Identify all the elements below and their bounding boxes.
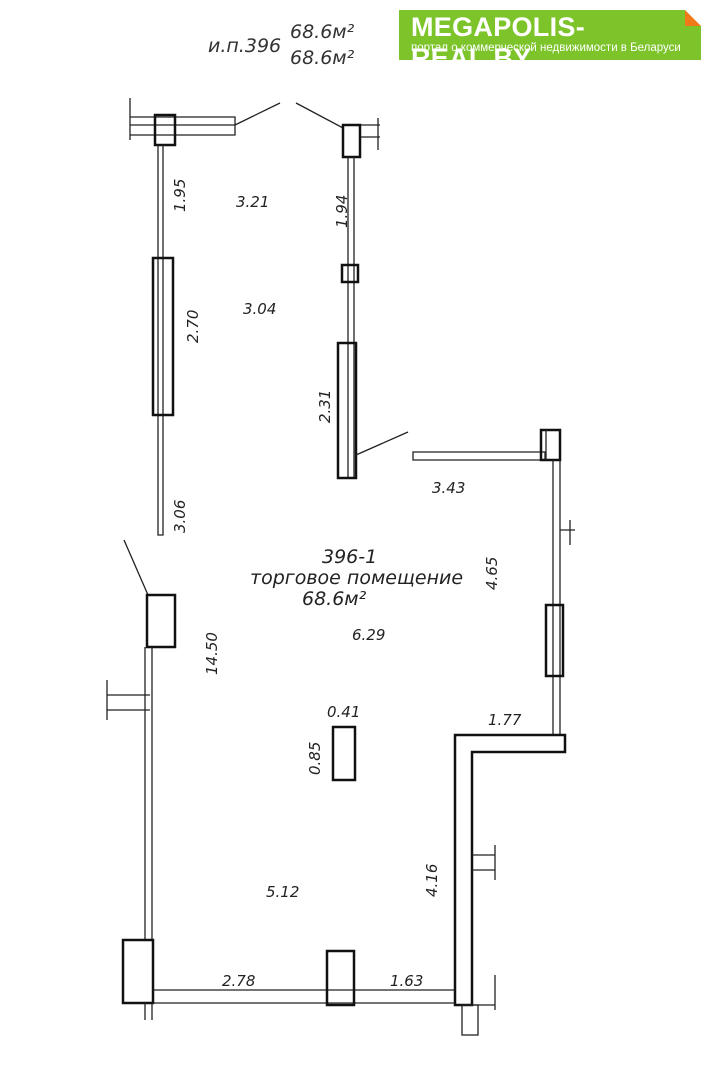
dim-label: 3.43: [432, 479, 465, 497]
dim-label: 1.63: [390, 972, 423, 990]
walls: [106, 98, 575, 1036]
room-number: 396-1: [322, 546, 377, 568]
room-label: 396-1 торговое помещение 68.6м²: [250, 546, 463, 610]
dim-label: 2.70: [184, 310, 202, 343]
dim-label: 0.41: [327, 703, 360, 721]
dim-label: 3.04: [243, 300, 276, 318]
room-area: 68.6м²: [302, 588, 367, 610]
header-labels: и.п.396 68.6м² 68.6м²: [208, 21, 355, 69]
megapolis-logo[interactable]: MEGAPOLIS-REAL.BY портал о коммерческой …: [399, 10, 701, 73]
logo-title: MEGAPOLIS-REAL.BY: [411, 12, 586, 73]
dim-label: 0.85: [306, 742, 324, 775]
dim-label: 1.94: [333, 195, 351, 228]
dim-label: 3.21: [236, 193, 269, 211]
dimension-labels: 1.95 3.21 1.94 2.70 3.04 2.31 3.43 3.06 …: [171, 179, 522, 990]
unit-label: и.п.396: [208, 35, 281, 57]
room-name: торговое помещение: [250, 567, 463, 589]
dim-label: 14.50: [203, 632, 221, 675]
area-label-2: 68.6м²: [290, 47, 355, 69]
dim-label: 4.65: [483, 557, 501, 590]
dim-label: 3.06: [171, 500, 189, 533]
logo-corner-fold: [685, 10, 701, 26]
logo-subtitle: портал о коммерческой недвижимости в Бел…: [411, 42, 681, 54]
dim-label: 4.16: [423, 864, 441, 897]
dim-label: 2.78: [222, 972, 255, 990]
dim-label: 6.29: [352, 626, 385, 644]
dim-label: 1.77: [488, 711, 522, 729]
area-label-1: 68.6м²: [290, 21, 355, 43]
dim-label: 1.95: [171, 179, 189, 212]
dim-label: 2.31: [316, 390, 334, 423]
dim-label: 5.12: [266, 883, 299, 901]
